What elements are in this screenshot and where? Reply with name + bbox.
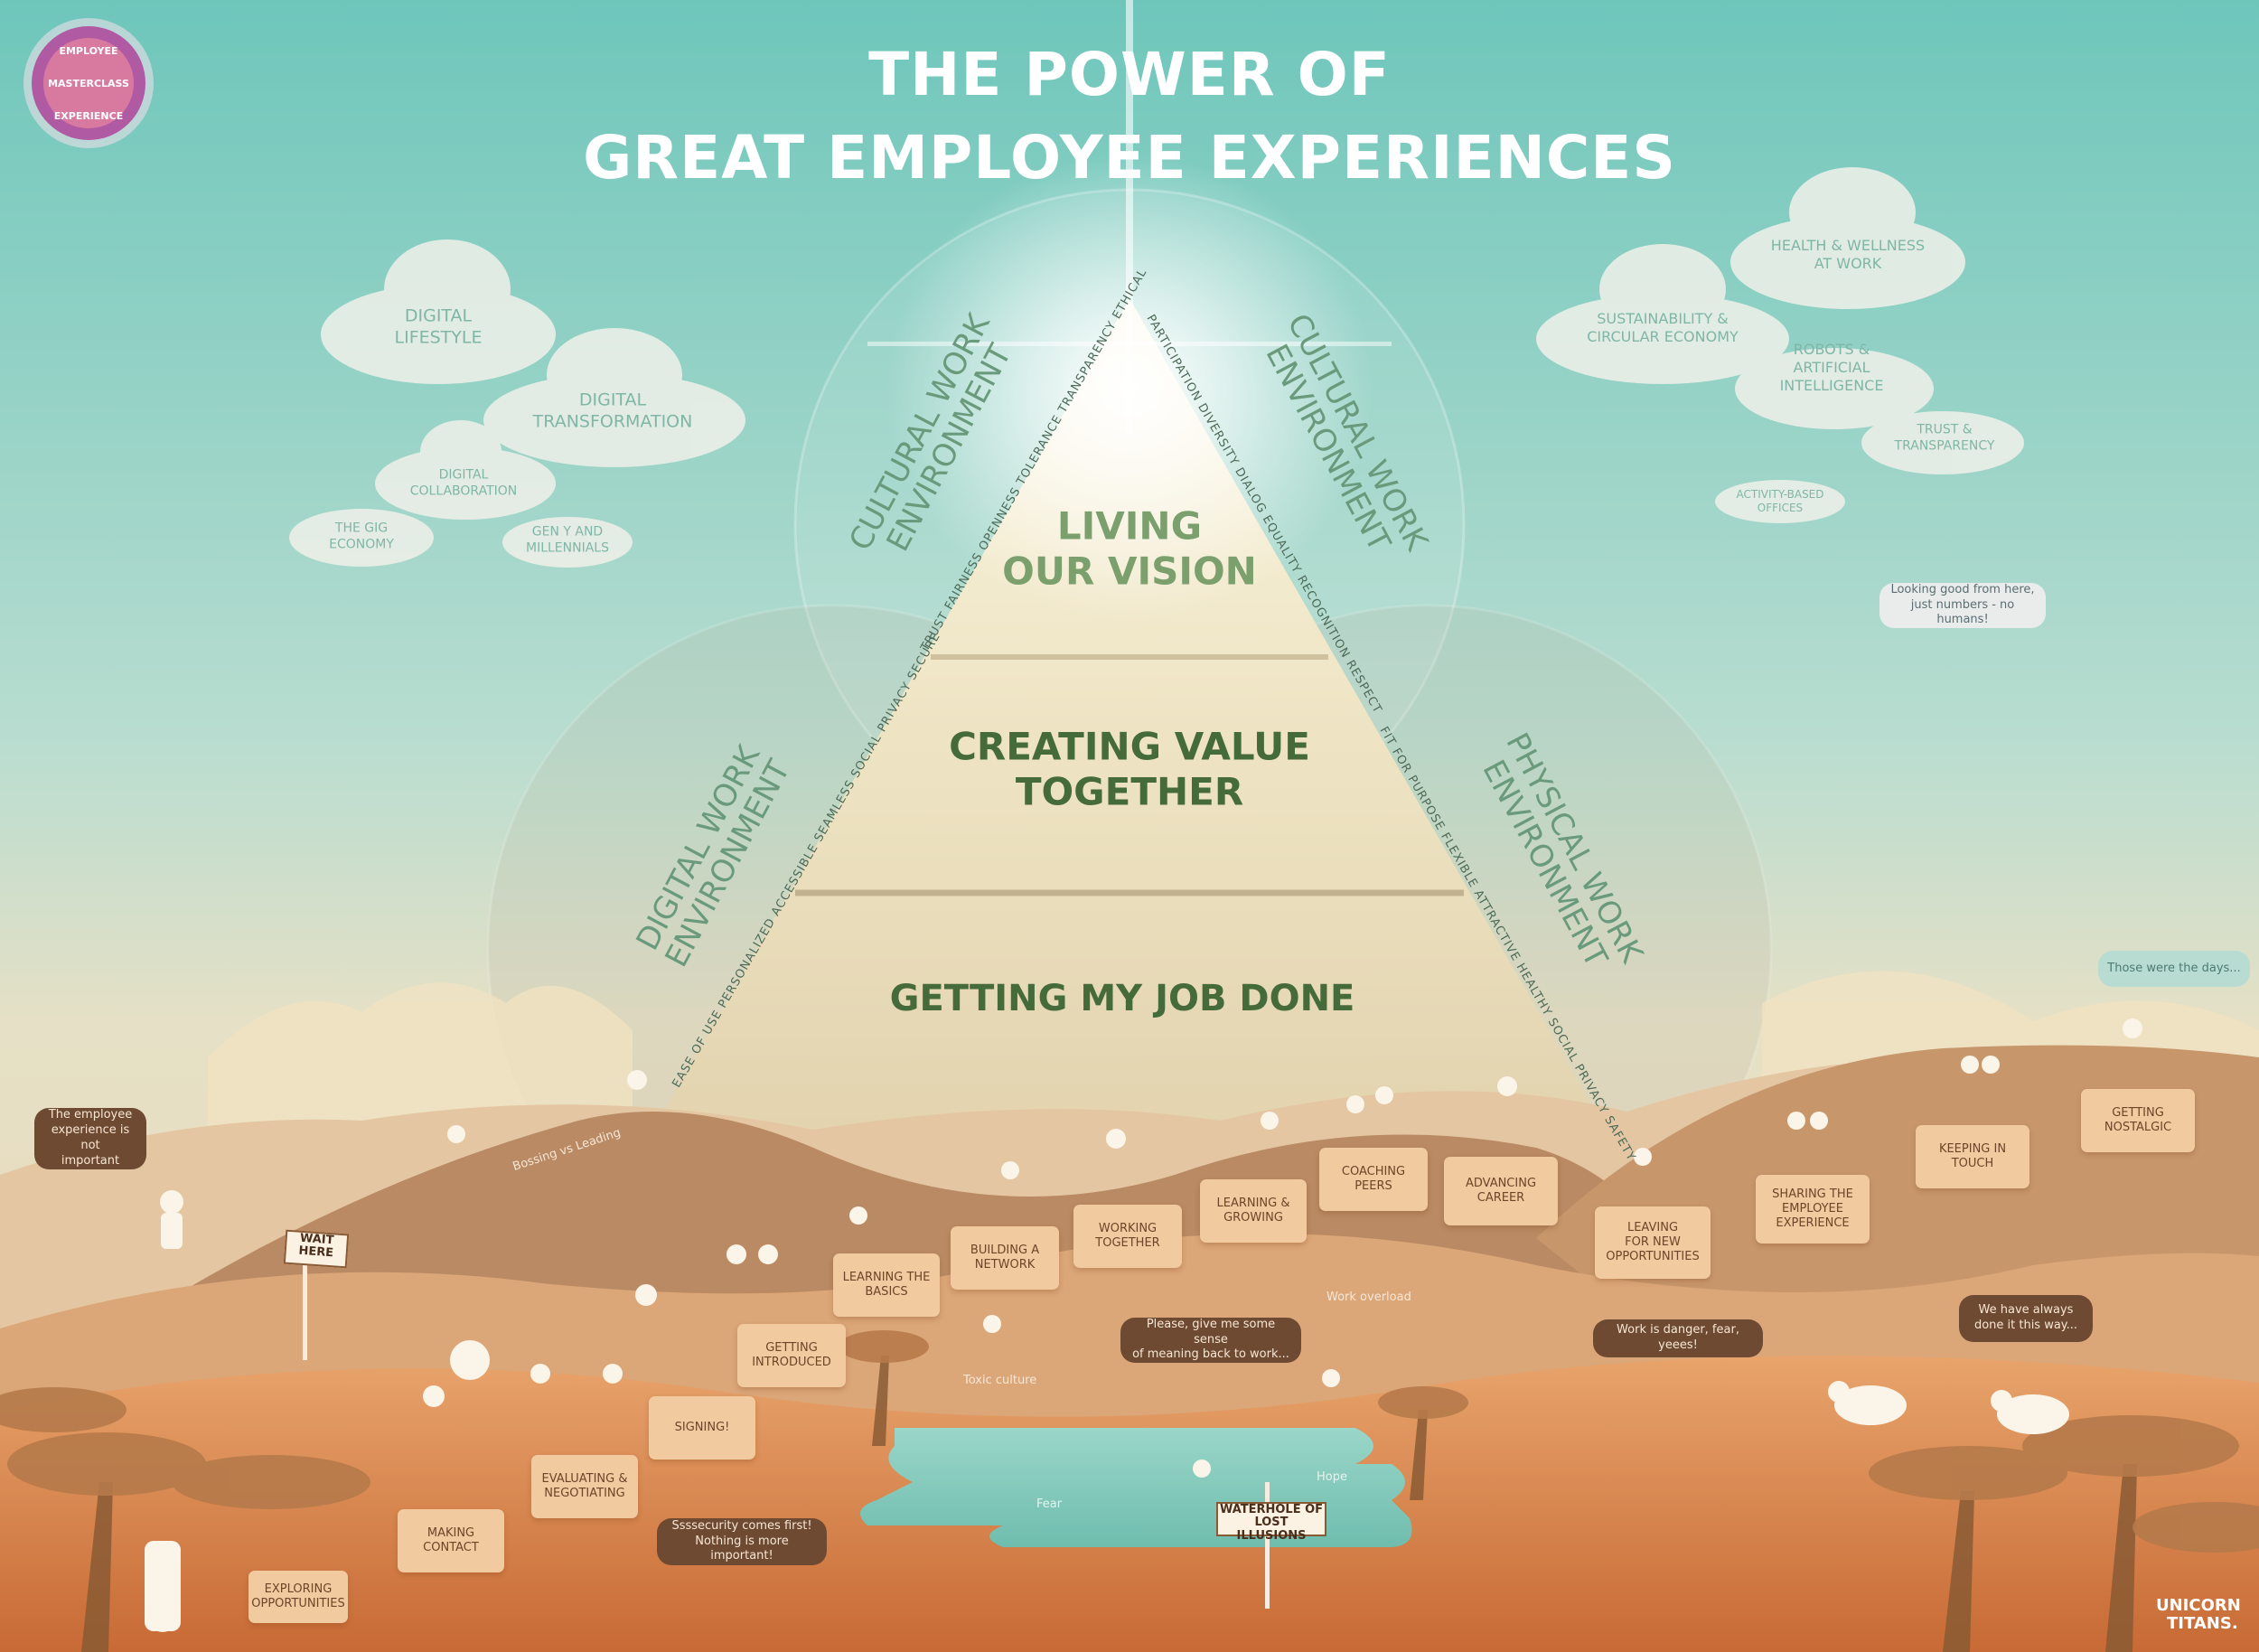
bubble-security: Ssssecurity comes first! Nothing is more…	[657, 1518, 827, 1565]
journey-building-network: BUILDING A NETWORK	[951, 1226, 1059, 1290]
journey-working-together: WORKING TOGETHER	[1073, 1205, 1182, 1268]
cloud-gen-y: GEN Y AND MILLENNIALS	[526, 524, 609, 556]
logo-bottom-text: EXPERIENCE	[53, 110, 124, 122]
tier-living-our-vision: LIVING OUR VISION	[1002, 503, 1257, 594]
journey-advancing-career: ADVANCING CAREER	[1444, 1157, 1558, 1225]
bubble-not-important: The employee experience is not important	[34, 1108, 146, 1169]
journey-evaluating-negotiating: EVALUATING & NEGOTIATING	[531, 1455, 638, 1518]
logo-middle-text: MASTERCLASS	[48, 78, 129, 89]
cloud-gig-economy: THE GIG ECONOMY	[329, 521, 394, 552]
journey-exploring-opportunities: EXPLORING OPPORTUNITIES	[248, 1571, 348, 1623]
journey-learning-basics: LEARNING THE BASICS	[833, 1253, 940, 1317]
note-fear: Fear	[1036, 1497, 1063, 1511]
cloud-digital-collaboration: DIGITAL COLLABORATION	[409, 467, 518, 499]
note-hope: Hope	[1317, 1470, 1347, 1484]
sign-waterhole: WATERHOLE OF LOST ILLUSIONS	[1216, 1502, 1326, 1542]
journey-getting-introduced: GETTING INTRODUCED	[737, 1324, 846, 1387]
journey-leaving-new-opportunities: LEAVING FOR NEW OPPORTUNITIES	[1595, 1206, 1711, 1279]
journey-coaching-peers: COACHING PEERS	[1319, 1148, 1428, 1211]
journey-keeping-in-touch: KEEPING IN TOUCH	[1916, 1125, 2029, 1188]
brand-line-1: UNICORN	[2156, 1596, 2241, 1615]
bubble-those-days: Those were the days...	[2098, 951, 2250, 987]
bubble-always: We have always done it this way...	[1959, 1295, 2093, 1342]
cloud-activity-based-offices: ACTIVITY-BASED OFFICES	[1736, 488, 1824, 514]
journey-getting-nostalgic: GETTING NOSTALGIC	[2081, 1089, 2195, 1152]
bubble-danger: Work is danger, fear, yeees!	[1593, 1319, 1763, 1357]
cloud-health-wellness: HEALTH & WELLNESS AT WORK	[1770, 237, 1926, 272]
journey-learning-growing: LEARNING & GROWING	[1200, 1179, 1307, 1243]
bubble-meaning: Please, give me some sense of meaning ba…	[1120, 1318, 1301, 1363]
title-line-2: GREAT EMPLOYEE EXPERIENCES	[583, 123, 1676, 192]
note-toxic-culture: Toxic culture	[963, 1374, 1037, 1387]
title-line-1: THE POWER OF	[868, 40, 1391, 109]
cloud-sustainability: SUSTAINABILITY & CIRCULAR ECONOMY	[1587, 310, 1739, 345]
sign-wait-here: WAIT HERE	[283, 1229, 350, 1269]
journey-making-contact: MAKING CONTACT	[398, 1509, 504, 1572]
journey-sharing-experience: SHARING THE EMPLOYEE EXPERIENCE	[1756, 1175, 1870, 1244]
logo-top-text: EMPLOYEE	[59, 45, 118, 57]
cloud-digital-transformation: DIGITAL TRANSFORMATION	[532, 390, 693, 431]
tier-getting-my-job-done: GETTING MY JOB DONE	[889, 978, 1355, 1019]
cloud-robots-ai: ROBOTS & ARTIFICIAL INTELLIGENCE	[1779, 341, 1884, 394]
tier-creating-value-together: CREATING VALUE TOGETHER	[949, 724, 1310, 814]
cloud-trust-transparency: TRUST & TRANSPARENCY	[1894, 422, 1995, 454]
cloud-digital-lifestyle: DIGITAL LIFESTYLE	[394, 305, 483, 347]
journey-signing: SIGNING!	[649, 1396, 755, 1460]
note-work-overload: Work overload	[1326, 1291, 1411, 1304]
bubble-looking-good: Looking good from here, just numbers - n…	[1879, 583, 2046, 628]
brand-line-2: TITANS.	[2167, 1614, 2238, 1633]
